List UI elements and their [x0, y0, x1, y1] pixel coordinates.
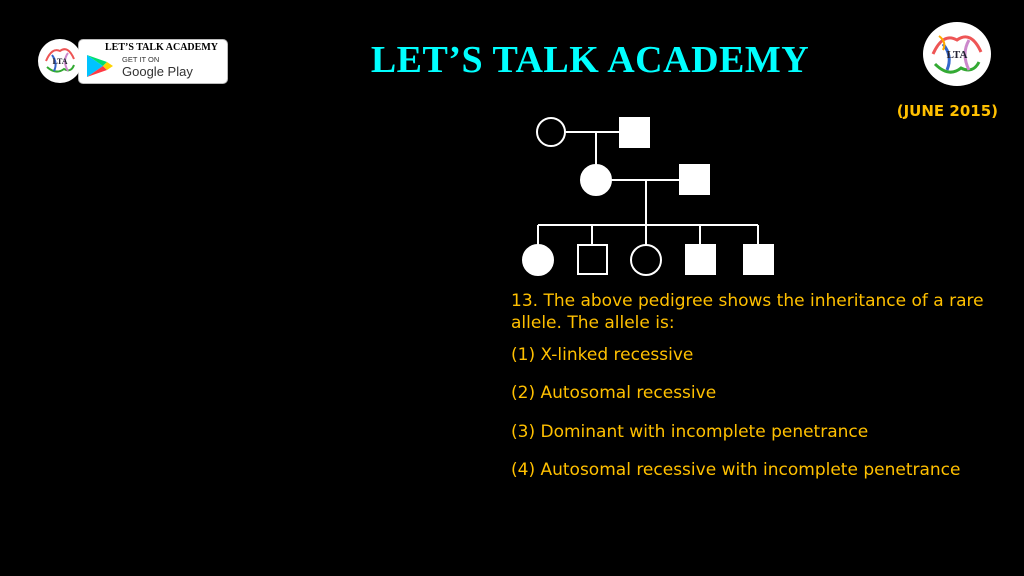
logo-lta-text: LTA — [52, 57, 67, 66]
gen1-female-unaffected — [536, 117, 566, 147]
gen2-male-affected — [679, 164, 710, 195]
academy-logo-left: LTA — [38, 39, 82, 83]
gen3-male-affected-2 — [743, 244, 774, 275]
exam-session-label: (JUNE 2015) — [896, 102, 998, 120]
gen3-male-affected-1 — [685, 244, 716, 275]
google-play-icon — [87, 55, 113, 77]
badge-store-name: Google Play — [122, 64, 193, 79]
option-4[interactable]: (4) Autosomal recessive with incomplete … — [511, 460, 961, 480]
option-2[interactable]: (2) Autosomal recessive — [511, 383, 717, 403]
page-title: LET’S TALK ACADEMY — [370, 39, 810, 81]
gen3-male-unaffected — [577, 244, 608, 275]
gen1-male-affected — [619, 117, 650, 148]
logo-lta-text: LTA — [947, 49, 968, 61]
academy-logo-icon: LTA — [40, 41, 80, 81]
gen3-female-affected — [522, 244, 554, 276]
option-3[interactable]: (3) Dominant with incomplete penetrance — [511, 422, 869, 442]
gen2-female-affected — [580, 164, 612, 196]
badge-brand: LET’S TALK ACADEMY — [105, 42, 218, 53]
google-play-badge[interactable]: LET’S TALK ACADEMY GET IT ON Google Play — [78, 39, 228, 84]
academy-logo-icon: LTA — [925, 24, 989, 84]
option-1[interactable]: (1) X-linked recessive — [511, 345, 694, 365]
question-text: 13. The above pedigree shows the inherit… — [511, 291, 984, 333]
badge-get-it-on: GET IT ON — [122, 55, 160, 64]
academy-logo-right: LTA — [923, 22, 991, 86]
gen3-female-unaffected — [630, 244, 662, 276]
